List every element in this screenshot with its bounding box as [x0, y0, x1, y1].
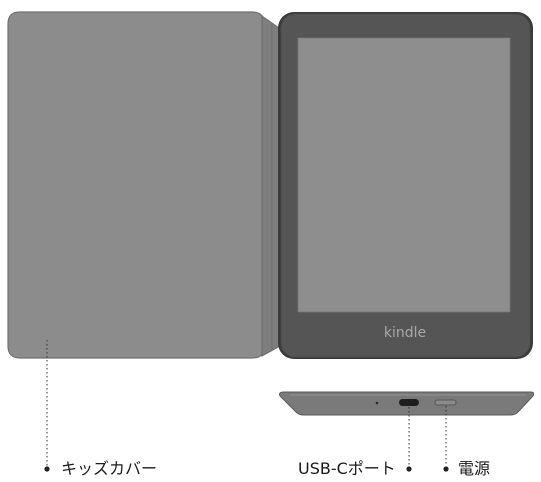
kids-cover-label: キッズカバー	[61, 459, 158, 478]
kids-cover	[7, 11, 266, 359]
usb-c-port	[399, 399, 419, 406]
kindle-logo: kindle	[384, 325, 426, 341]
usb-c-port-label: USB-Cポート	[298, 459, 396, 478]
power-leader-dot	[443, 466, 449, 472]
power-button	[434, 399, 457, 406]
led-indicator	[375, 401, 379, 405]
cover-leader-dot	[44, 466, 50, 472]
usb-leader-dot	[406, 466, 412, 472]
power-label: 電源	[458, 459, 491, 478]
kindle-screen	[297, 37, 511, 313]
